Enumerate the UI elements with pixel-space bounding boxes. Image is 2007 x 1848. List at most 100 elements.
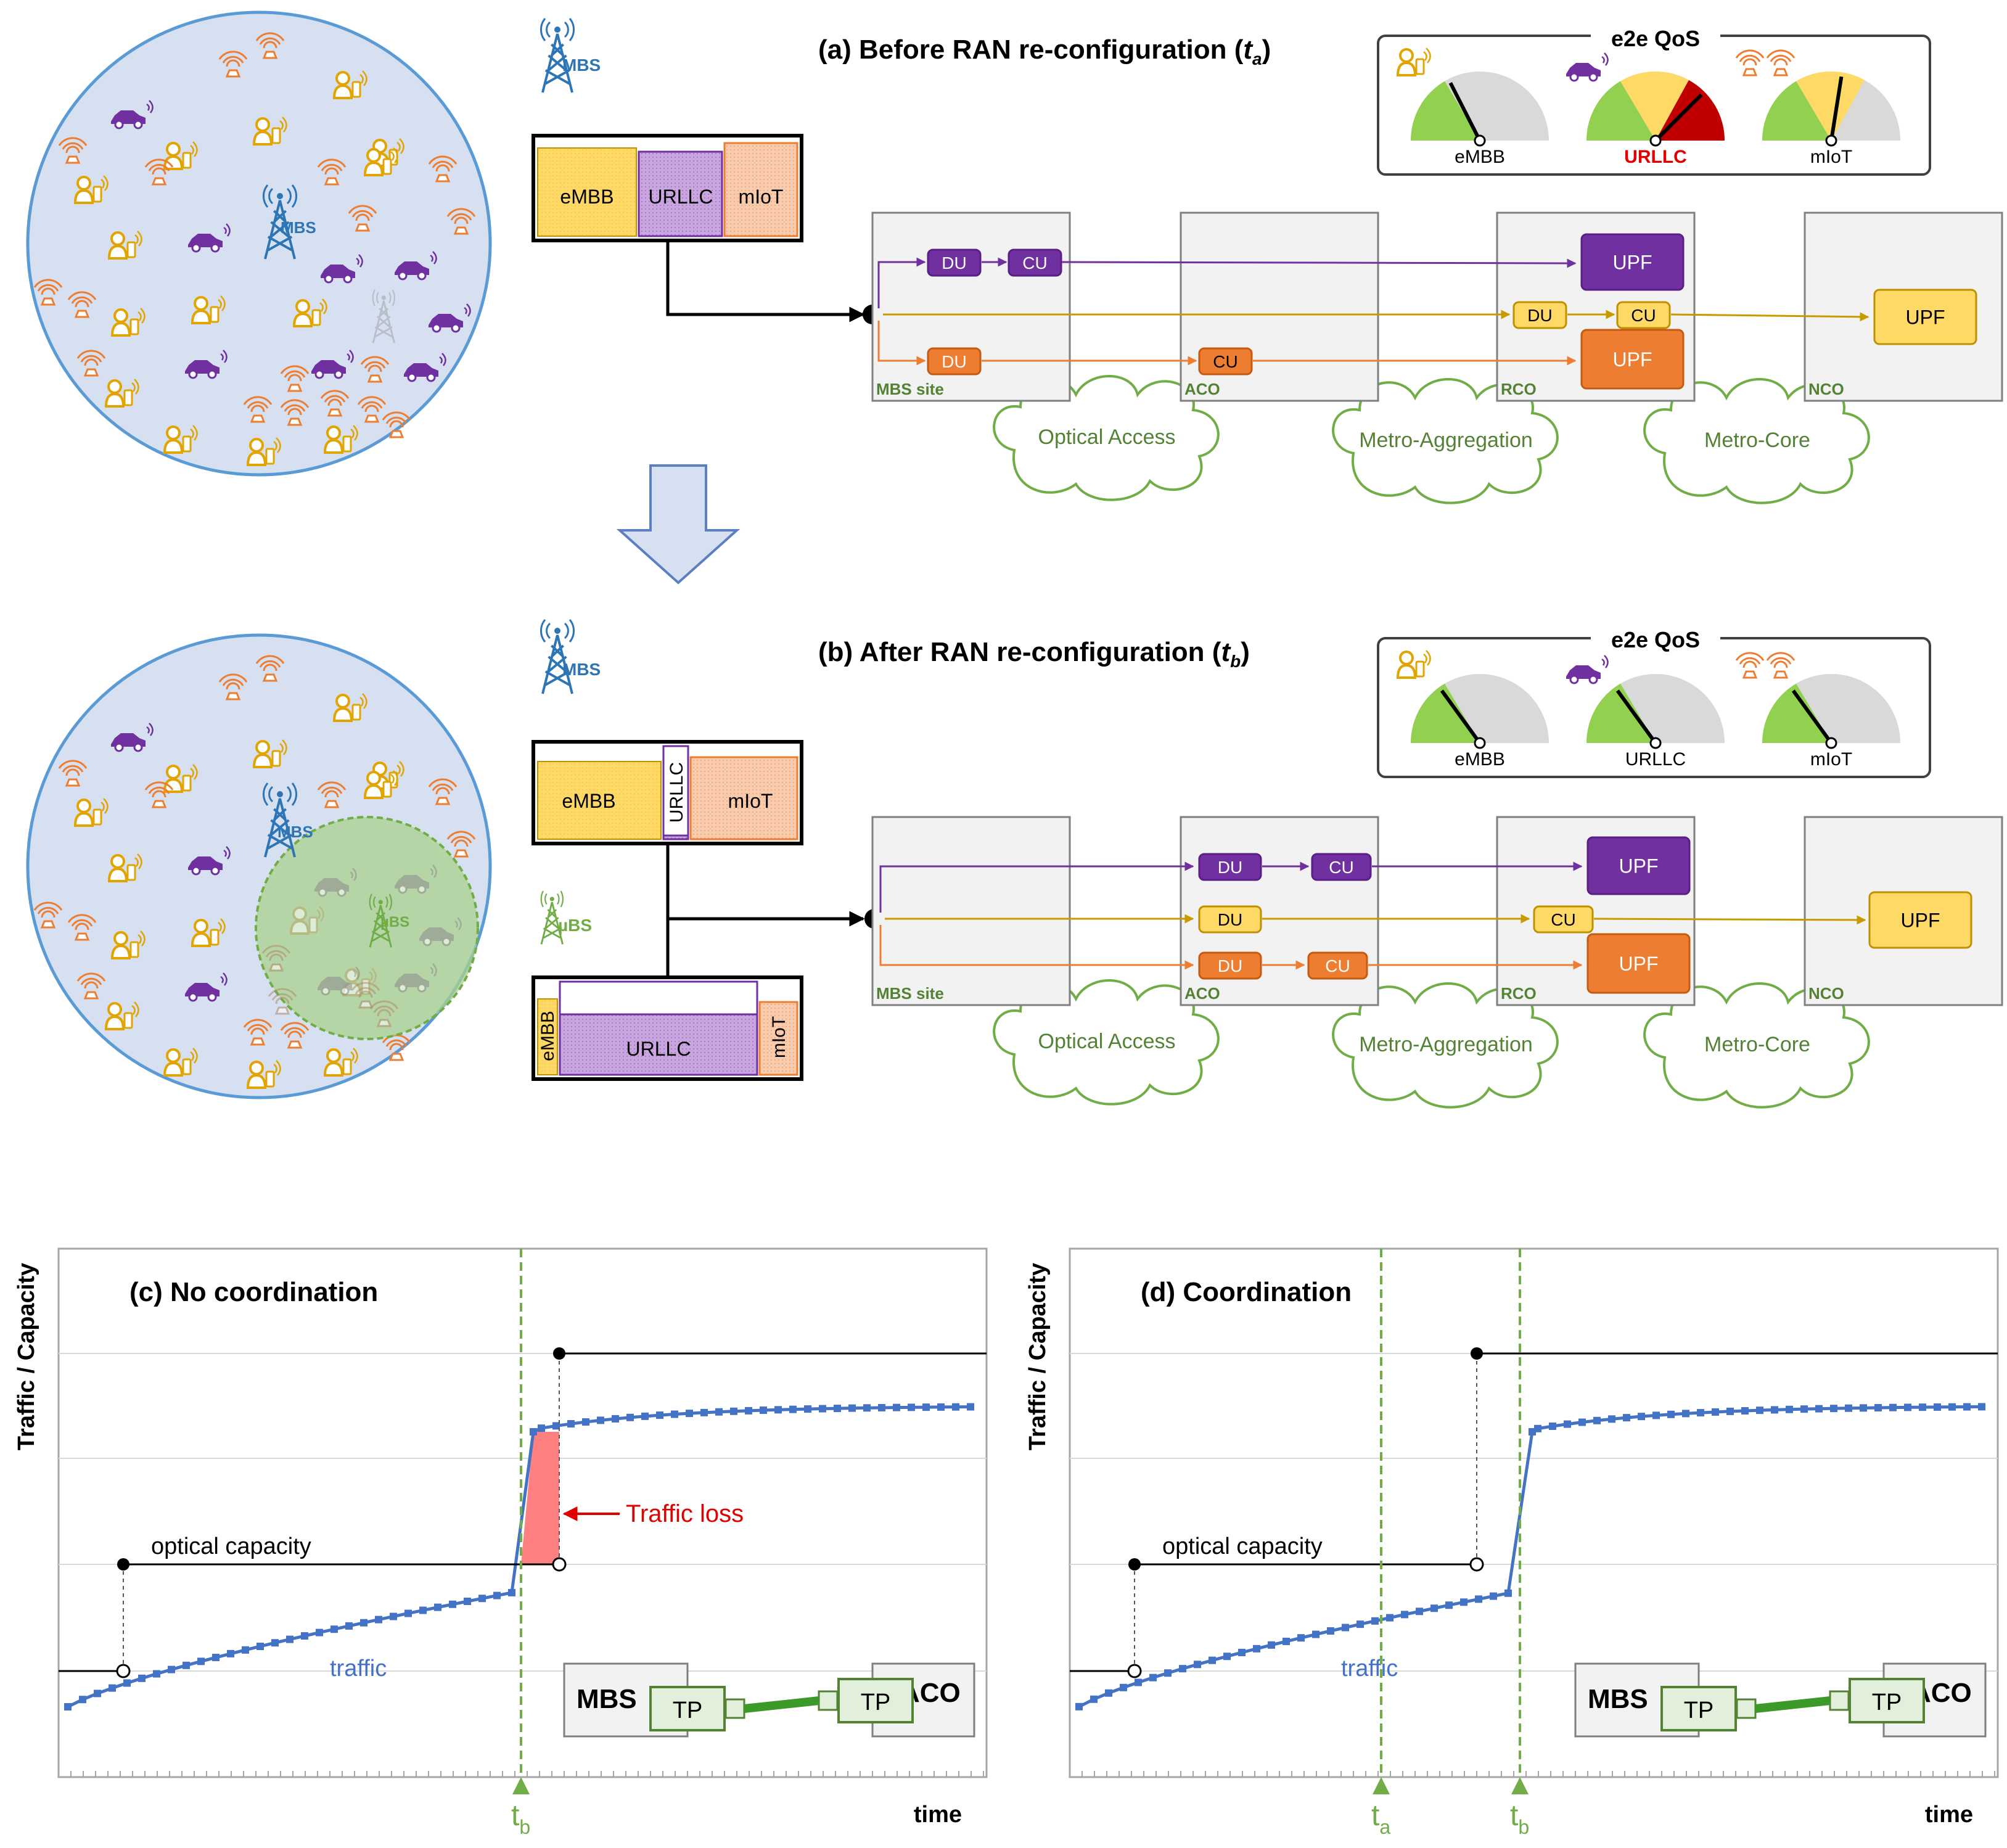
function-label: DU: [1218, 956, 1242, 975]
user-icon: [163, 1048, 198, 1077]
network-function: CU: [1008, 248, 1062, 277]
traffic-point: [449, 1600, 456, 1608]
traffic-point: [1223, 1653, 1231, 1661]
network-function: UPF: [1580, 329, 1685, 390]
iot-sensor-icon: [320, 390, 350, 417]
user-icon: [363, 147, 398, 176]
y-axis-label: Traffic / Capacity: [14, 1263, 39, 1450]
traffic-label: traffic: [1341, 1656, 1398, 1682]
function-label: DU: [942, 352, 966, 371]
user-crowd-a: [33, 32, 476, 466]
traffic-point: [1283, 1637, 1290, 1645]
event-marker: tb: [511, 1249, 530, 1838]
traffic-point: [1830, 1405, 1837, 1413]
traffic-point: [1120, 1683, 1127, 1691]
iot-sensor-icon: [218, 673, 248, 700]
qos-title-a: e2e QoS: [1611, 26, 1700, 51]
traffic-point: [478, 1595, 486, 1603]
vehicle-icon: [395, 251, 437, 281]
ubs-tower-label: µBS: [558, 916, 592, 935]
transition-arrow: [616, 464, 741, 585]
traffic-point: [153, 1670, 160, 1678]
user-icon: [163, 764, 198, 793]
traffic-point: [1504, 1589, 1512, 1597]
traffic-point: [1800, 1405, 1808, 1413]
iot-sensor-icon: [369, 1000, 399, 1027]
traffic-point: [922, 1403, 930, 1411]
panel-a: MBS MBS eMBB URLLC mIoT (a) Before RAN r…: [26, 10, 2003, 504]
panel-b-title: (b) After RAN re-configuration (tb): [818, 637, 1250, 671]
mbs-cell-icon-b: [263, 782, 297, 858]
vehicle-icon: [395, 963, 437, 993]
slice-bar-miot-b: [689, 756, 798, 840]
traffic-point: [94, 1690, 101, 1698]
function-label: CU: [1631, 306, 1656, 325]
traffic-point: [1460, 1598, 1467, 1606]
traffic-point: [567, 1420, 575, 1428]
iot-sensor-icon: [446, 208, 476, 235]
traffic-point: [863, 1404, 871, 1412]
vehicle-icon: [404, 353, 446, 382]
function-label: UPF: [1613, 252, 1652, 274]
network-cloud: Metro-Core: [1643, 982, 1870, 1109]
traffic-point: [937, 1403, 945, 1411]
iot-sensor-icon: [144, 781, 174, 808]
user-icon: [323, 425, 358, 454]
function-label: UPF: [1613, 348, 1652, 371]
traffic-point: [345, 1622, 353, 1630]
traffic-point: [1253, 1645, 1260, 1653]
traffic-point: [1179, 1665, 1186, 1673]
network-function: UPF: [1868, 891, 1972, 949]
user-icon: [1396, 650, 1431, 679]
traffic-point: [1682, 1410, 1689, 1418]
tp-label: TP: [1684, 1698, 1714, 1723]
iot-sensor-icon: [280, 365, 310, 392]
network-function: CU: [1311, 853, 1372, 881]
iot-sensor-icon: [58, 137, 88, 164]
network-function: CU: [1533, 905, 1594, 934]
vehicle-icon: [111, 723, 154, 752]
iot-sensor-icon: [261, 945, 291, 972]
user-icon: [323, 1048, 358, 1077]
vehicle-icon: [185, 972, 228, 1002]
ubs-slice-box: eMBB URLLC mIoT: [532, 975, 803, 1081]
traffic-point: [123, 1679, 131, 1687]
cloud-label: Metro-Core: [1704, 1033, 1810, 1056]
traffic-point: [700, 1408, 708, 1416]
slice-bar-embb-u: [537, 998, 558, 1075]
fiber-link: [744, 1696, 819, 1713]
cloud-label: Metro-Aggregation: [1359, 429, 1533, 452]
traffic-point: [301, 1632, 308, 1640]
iot-sensor-icon: [255, 655, 285, 682]
traffic-point: [79, 1696, 86, 1704]
traffic-point: [183, 1661, 190, 1669]
user-icon: [292, 298, 327, 327]
iot-sensor-icon: [255, 32, 285, 59]
traffic-point: [834, 1405, 841, 1413]
traffic-point: [530, 1428, 537, 1435]
cloud-label: Optical Access: [1038, 1030, 1176, 1053]
traffic-point: [538, 1424, 545, 1432]
traffic-point: [1564, 1420, 1571, 1428]
mbs-cell-icon: [263, 184, 297, 260]
traffic-point: [1978, 1403, 1985, 1411]
traffic-point: [878, 1403, 885, 1411]
qos-gauge-label: eMBB: [1455, 147, 1505, 167]
event-marker: tb: [1510, 1249, 1529, 1838]
site-label: MBS site: [876, 380, 944, 398]
qos-gauge-label: mIoT: [1810, 147, 1852, 167]
traffic-point: [552, 1422, 560, 1430]
iot-sensor-icon: [67, 914, 97, 941]
traffic-point: [1904, 1403, 1911, 1411]
user-icon: [104, 379, 139, 408]
traffic-point: [1623, 1414, 1630, 1422]
mbs-tower-label-b: MBS: [562, 660, 601, 679]
network-function: DU: [1198, 905, 1262, 934]
traffic-point: [508, 1588, 515, 1596]
vehicle-icon: [318, 966, 360, 996]
user-crowd-ubs: [261, 864, 462, 1027]
traffic-point: [1475, 1595, 1482, 1603]
traffic-point: [908, 1403, 915, 1411]
